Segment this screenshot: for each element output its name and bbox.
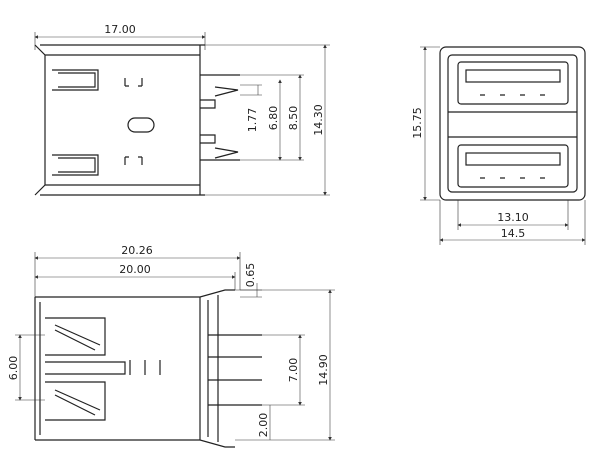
dim-13-10: 13.10: [497, 211, 529, 224]
dim-20-26: 20.26: [121, 244, 153, 257]
dim-2-00: 2.00: [257, 413, 270, 438]
dim-1-77: 1.77: [246, 108, 259, 133]
dim-14-5: 14.5: [501, 227, 526, 240]
side-view: 20.26 20.00 0.65 7.00 14.90 2.00 6.00: [7, 244, 335, 448]
dim-14-90: 14.90: [317, 354, 330, 386]
front-view: 15.75 13.10 14.5: [411, 46, 586, 245]
dim-8-50: 8.50: [287, 106, 300, 131]
dim-width: 17.00: [104, 23, 136, 36]
dim-15-75: 15.75: [411, 107, 424, 139]
dim-6-80: 6.80: [267, 106, 280, 131]
top-view: 17.00 1.77 6.80 8.50 14.30: [34, 23, 330, 196]
dim-6-00: 6.00: [7, 356, 20, 381]
dim-20-00: 20.00: [119, 263, 151, 276]
dim-0-65: 0.65: [244, 263, 257, 288]
dim-14-30: 14.30: [312, 104, 325, 136]
dim-7-00: 7.00: [287, 358, 300, 383]
